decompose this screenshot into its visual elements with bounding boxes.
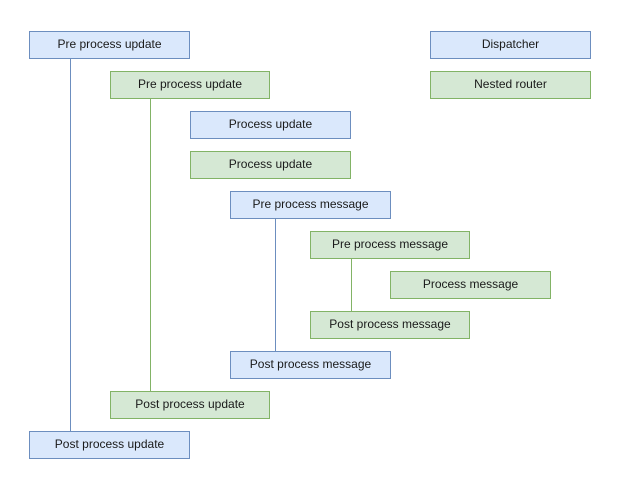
process-node-label: Post process message bbox=[249, 357, 372, 372]
process-node-label: Post process update bbox=[135, 397, 245, 412]
connector-pre-to-post-process-message-router bbox=[351, 259, 352, 311]
process-node[interactable]: Process update bbox=[190, 151, 351, 179]
legend-item-router[interactable]: Nested router bbox=[430, 71, 591, 99]
process-node-label: Process message bbox=[422, 277, 519, 292]
legend-item-label: Dispatcher bbox=[481, 37, 540, 52]
process-node-label: Post process update bbox=[54, 437, 165, 452]
process-node[interactable]: Pre process message bbox=[310, 231, 470, 259]
process-node-label: Pre process update bbox=[57, 37, 162, 52]
process-node-label: Pre process message bbox=[331, 237, 449, 252]
legend-item-dispatcher[interactable]: Dispatcher bbox=[430, 31, 591, 59]
process-node-label: Process update bbox=[228, 157, 313, 172]
process-node[interactable]: Post process message bbox=[310, 311, 470, 339]
process-node[interactable]: Post process update bbox=[110, 391, 270, 419]
process-node-label: Pre process message bbox=[252, 197, 369, 212]
process-node[interactable]: Post process update bbox=[29, 431, 190, 459]
process-node-label: Process update bbox=[228, 117, 313, 132]
process-node-label: Pre process update bbox=[137, 77, 243, 92]
process-node[interactable]: Process update bbox=[190, 111, 351, 139]
process-node[interactable]: Pre process update bbox=[29, 31, 190, 59]
process-node[interactable]: Pre process message bbox=[230, 191, 391, 219]
process-node[interactable]: Process message bbox=[390, 271, 551, 299]
connector-pre-to-post-process-update-dispatcher bbox=[70, 59, 71, 431]
process-node[interactable]: Pre process update bbox=[110, 71, 270, 99]
legend-item-label: Nested router bbox=[474, 77, 547, 92]
process-node-label: Post process message bbox=[329, 317, 451, 332]
process-node[interactable]: Post process message bbox=[230, 351, 391, 379]
connector-pre-to-post-process-message-dispatcher bbox=[275, 219, 276, 351]
connector-pre-to-post-process-update-router bbox=[150, 99, 151, 391]
